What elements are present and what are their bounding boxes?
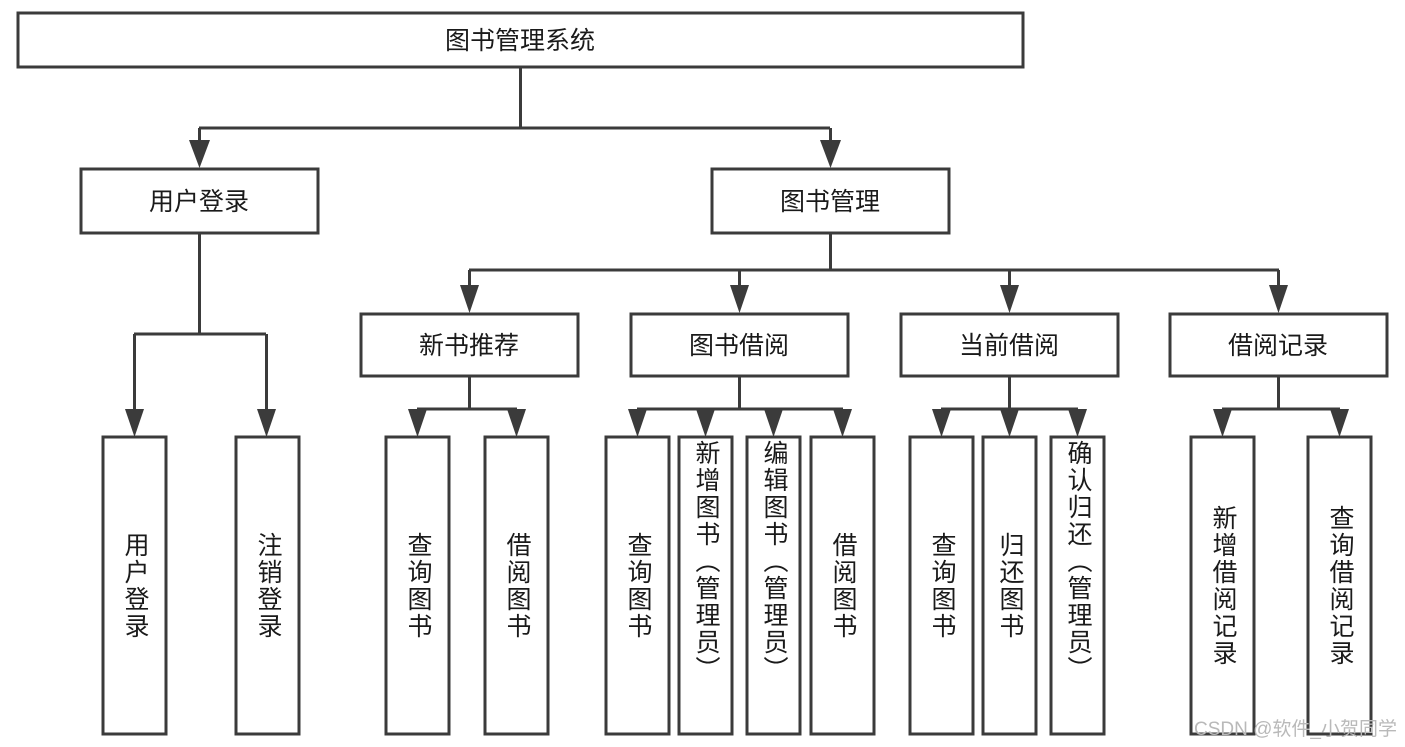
arrow-to-current-borrow — [1000, 285, 1019, 313]
node-leaf-bb-edit-book-box[interactable] — [745, 435, 802, 736]
arrow-currentborrow-leaf2 — [1000, 409, 1019, 437]
node-new-book-label: 新书推荐 — [419, 332, 519, 360]
node-current-borrow-box[interactable] — [899, 312, 1120, 378]
connector-layer — [125, 67, 1349, 437]
node-user-login-box[interactable] — [79, 167, 320, 235]
node-layer: 图书管理系统 用户登录 图书管理 新书推荐 图书借阅 当前借阅 借阅记录 — [16, 11, 1389, 736]
node-leaf-cb-confirm-return-box[interactable] — [1049, 435, 1106, 736]
arrow-to-user-login — [189, 140, 210, 168]
node-root-label: 图书管理系统 — [445, 27, 595, 55]
node-new-book-box[interactable] — [359, 312, 580, 378]
arrow-bookborrow-leaf4 — [833, 409, 852, 437]
node-leaf-bb-query-book-box[interactable] — [604, 435, 671, 736]
arrow-userlogin-leaf2 — [257, 409, 276, 437]
node-book-borrow-label: 图书借阅 — [689, 332, 789, 360]
node-leaf-cb-return-book-box[interactable] — [981, 435, 1038, 736]
node-leaf-nb-borrow-book-box[interactable] — [483, 435, 550, 736]
node-user-login-label: 用户登录 — [149, 188, 249, 216]
node-book-borrow-box[interactable] — [629, 312, 850, 378]
node-leaf-bb-borrow-book-box[interactable] — [809, 435, 876, 736]
arrow-bookborrow-leaf3 — [764, 409, 783, 437]
node-current-borrow-label: 当前借阅 — [959, 332, 1059, 360]
arrow-to-book-borrow — [730, 285, 749, 313]
node-book-manage-label: 图书管理 — [780, 188, 880, 216]
arrow-newbook-leaf2 — [507, 409, 526, 437]
arrow-userlogin-leaf1 — [125, 409, 144, 437]
node-borrow-record-box[interactable] — [1168, 312, 1389, 378]
node-leaf-br-query-record-box[interactable] — [1306, 435, 1373, 736]
arrow-to-borrow-record — [1269, 285, 1288, 313]
arrow-to-new-book — [460, 285, 479, 313]
arrow-currentborrow-leaf3 — [1068, 409, 1087, 437]
node-leaf-logout-box[interactable] — [234, 435, 301, 736]
arrow-newbook-leaf1 — [408, 409, 427, 437]
node-borrow-record-label: 借阅记录 — [1228, 332, 1328, 360]
node-root-box[interactable] — [16, 11, 1025, 69]
node-leaf-br-add-record-box[interactable] — [1189, 435, 1256, 736]
csdn-watermark: CSDN @软件_小贺同学 — [1194, 719, 1397, 740]
node-leaf-user-login-box[interactable] — [101, 435, 168, 736]
arrow-borrowrecord-leaf1 — [1213, 409, 1232, 437]
arrow-currentborrow-leaf1 — [932, 409, 951, 437]
arrow-bookborrow-leaf2 — [696, 409, 715, 437]
arrow-bookborrow-leaf1 — [628, 409, 647, 437]
arrow-borrowrecord-leaf2 — [1330, 409, 1349, 437]
node-book-manage-box[interactable] — [710, 167, 951, 235]
node-leaf-bb-add-book-box[interactable] — [677, 435, 734, 736]
node-leaf-cb-query-book-box[interactable] — [908, 435, 975, 736]
node-leaf-nb-query-book-box[interactable] — [384, 435, 451, 736]
arrow-to-book-manage — [820, 140, 841, 168]
